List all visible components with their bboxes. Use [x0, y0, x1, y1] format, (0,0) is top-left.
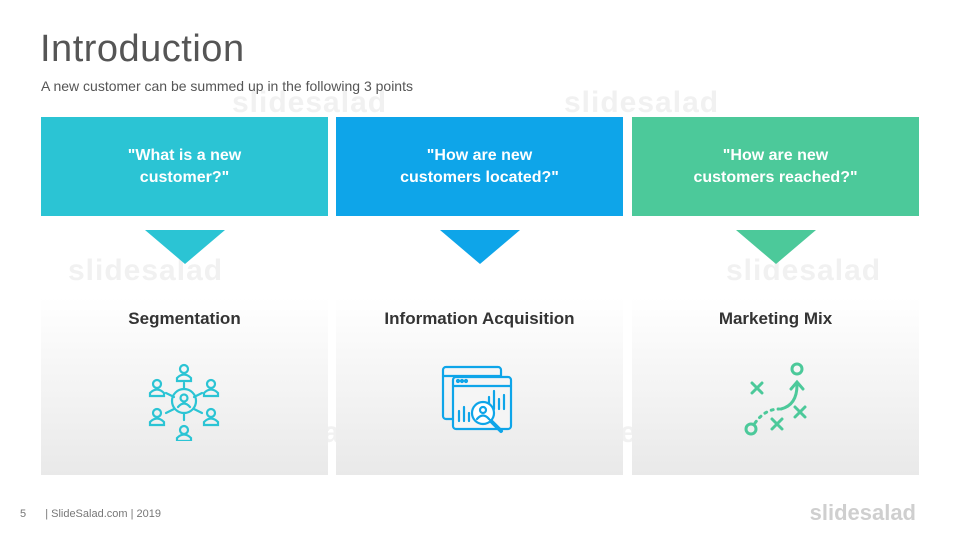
topic-card: Information Acquisition	[336, 297, 623, 475]
topic-label: Information Acquisition	[384, 309, 575, 328]
page-number: 5	[20, 508, 27, 520]
question-header: "How are new customers reached?"	[632, 117, 919, 216]
column-information-acquisition: "How are new customers located?" Informa…	[336, 117, 623, 475]
brand-logo: slidesalad	[809, 500, 916, 525]
watermark: slidesalad	[232, 86, 388, 119]
column-segmentation: "What is a new customer?" Segmentation	[41, 117, 328, 475]
down-arrow-icon	[439, 230, 520, 264]
down-arrow-icon	[144, 230, 225, 264]
slide-title: Introduction	[40, 28, 245, 70]
topic-label: Segmentation	[128, 309, 241, 328]
topic-card: Segmentation	[41, 297, 328, 475]
down-arrow-icon	[735, 230, 816, 264]
topic-card: Marketing Mix	[632, 297, 919, 475]
topic-label: Marketing Mix	[718, 309, 833, 328]
question-header: "What is a new customer?"	[41, 117, 328, 216]
footer: 5 | SlideSalad.com | 2019	[20, 508, 161, 520]
watermark: slidesalad	[564, 86, 720, 119]
slide-subtitle: A new customer can be summed up in the f…	[41, 78, 413, 94]
footer-credit: | SlideSalad.com | 2019	[45, 508, 161, 520]
data-search-icon	[441, 365, 513, 433]
segmentation-network-icon	[148, 363, 220, 441]
strategy-playbook-icon	[744, 362, 807, 436]
question-header: "How are new customers located?"	[336, 117, 623, 216]
column-marketing-mix: "How are new customers reached?" Marketi…	[632, 117, 919, 475]
